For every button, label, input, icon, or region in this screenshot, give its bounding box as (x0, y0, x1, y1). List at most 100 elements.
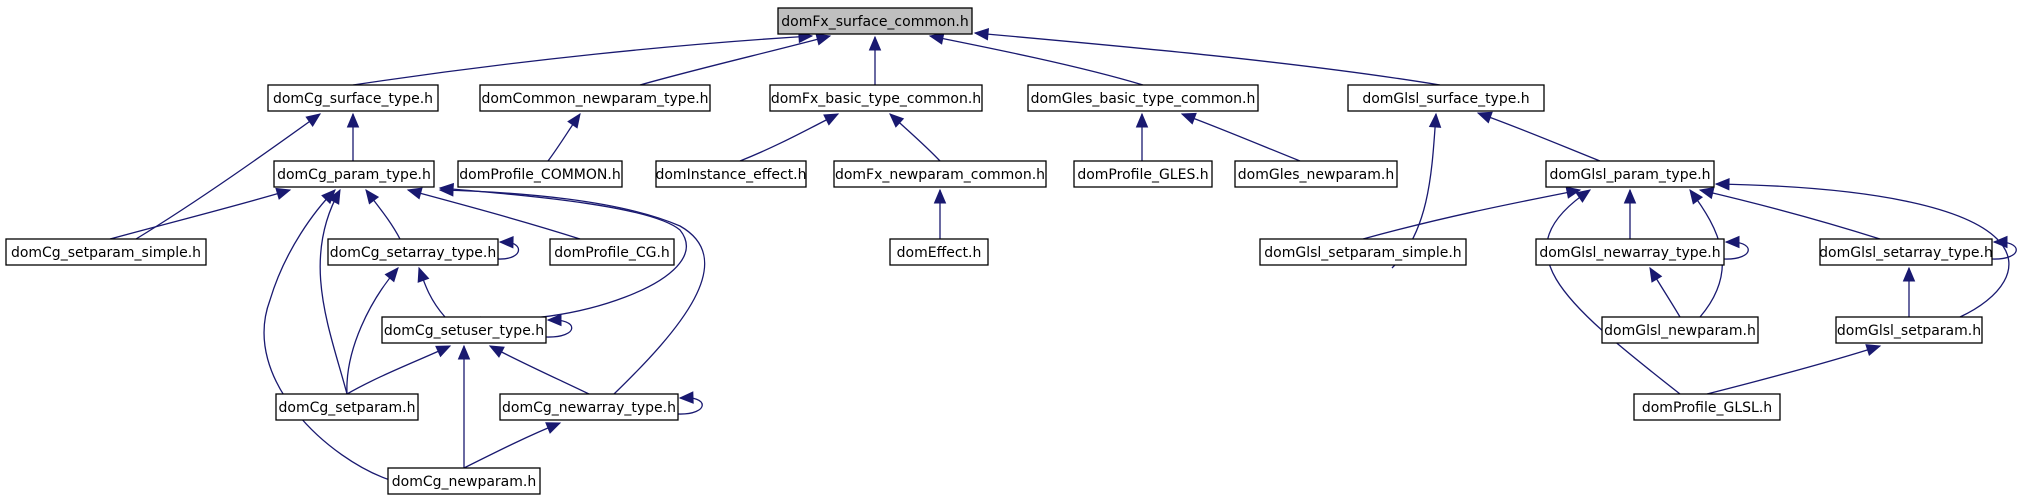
node-label: domCg_surface_type.h (273, 91, 433, 107)
arrowhead (457, 344, 471, 360)
edge-cg-newparam-to-cg-newarray-type (463, 422, 562, 469)
node-label: domCg_param_type.h (277, 167, 431, 183)
node-profile-gles[interactable]: domProfile_GLES.h (1073, 160, 1213, 188)
node-label: domCg_setparam_simple.h (11, 245, 201, 261)
node-box (777, 7, 973, 35)
node-cg-setuser-type[interactable]: domCg_setuser_type.h (381, 316, 547, 344)
node-label: domInstance_effect.h (655, 167, 806, 183)
edge-effect-to-fx-newparam-common (933, 188, 947, 239)
arrowhead (1135, 112, 1149, 128)
arrowhead (1180, 112, 1197, 125)
arrowhead (1865, 344, 1882, 357)
node-gles-basic-type-common[interactable]: domGles_basic_type_common.h (1027, 84, 1259, 112)
arrowhead (1689, 188, 1704, 205)
arrowhead (435, 345, 452, 358)
arrowhead (933, 188, 947, 204)
node-box (1633, 393, 1781, 421)
node-label: domGlsl_setarray_type.h (1819, 245, 1993, 261)
node-cg-newparam[interactable]: domCg_newparam.h (387, 467, 541, 495)
node-label: domProfile_GLES.h (1077, 167, 1208, 183)
arrowhead (973, 27, 990, 41)
node-glsl-surface-type[interactable]: domGlsl_surface_type.h (1347, 84, 1545, 112)
node-gles-newparam[interactable]: domGles_newparam.h (1234, 160, 1398, 188)
node-cg-setarray-type[interactable]: domCg_setarray_type.h (327, 238, 499, 266)
arrowhead (1476, 111, 1493, 124)
arrowhead (546, 313, 562, 327)
node-profile-cg[interactable]: domProfile_CG.h (549, 238, 675, 266)
node-box (1073, 160, 1213, 188)
node-instance-effect[interactable]: domInstance_effect.h (655, 160, 807, 188)
node-profile-glsl[interactable]: domProfile_GLSL.h (1633, 393, 1781, 421)
node-cg-setparam[interactable]: domCg_setparam.h (275, 393, 419, 421)
node-label: domGlsl_param_type.h (1549, 167, 1710, 183)
node-label: domGlsl_newparam.h (1604, 323, 1756, 339)
arrowhead (328, 188, 341, 205)
node-glsl-setparam[interactable]: domGlsl_setparam.h (1835, 316, 1983, 344)
arrowhead (417, 266, 430, 283)
node-label: domGlsl_setparam_simple.h (1264, 245, 1461, 261)
arrowhead (1714, 178, 1730, 191)
node-box (5, 238, 207, 266)
node-profile-common[interactable]: domProfile_COMMON.h (457, 160, 623, 188)
node-cg-newarray-type[interactable]: domCg_newarray_type.h (499, 393, 679, 421)
edge-cg-setarray-type-to-cg-param-type (365, 188, 401, 240)
node-label: domFx_newparam_common.h (835, 167, 1045, 183)
arrowhead (815, 33, 832, 46)
edge-cg-setuser-type-to-cg-setarray-type (417, 266, 446, 318)
node-box (1601, 316, 1759, 344)
node-box (327, 238, 499, 266)
edges-layer (109, 27, 2017, 481)
node-box (273, 160, 435, 188)
edge-glsl-newparam-to-glsl-newarray-type (1649, 266, 1681, 318)
edge-glsl-setarray-type-to-glsl-setarray-type (1991, 235, 2017, 260)
node-fx-basic-type-common[interactable]: domFx_basic_type_common.h (769, 84, 983, 112)
arrowhead (346, 112, 360, 128)
arrowhead (1623, 188, 1637, 204)
node-box (833, 160, 1047, 188)
node-cg-param-type[interactable]: domCg_param_type.h (273, 160, 435, 188)
node-cg-setparam-simple[interactable]: domCg_setparam_simple.h (5, 238, 207, 266)
arrowhead (1724, 235, 1740, 249)
node-box (1545, 160, 1715, 188)
node-glsl-setarray-type[interactable]: domGlsl_setarray_type.h (1819, 238, 1993, 266)
node-effect[interactable]: domEffect.h (889, 238, 989, 266)
node-box (275, 393, 419, 421)
node-box (655, 160, 807, 188)
node-box (381, 316, 547, 344)
edge-cg-newparam-to-cg-param-type (263, 189, 391, 481)
edge-common-newparam-type-to-fx-surface-common (639, 33, 832, 86)
node-fx-newparam-common[interactable]: domFx_newparam_common.h (833, 160, 1047, 188)
node-glsl-setparam-simple[interactable]: domGlsl_setparam_simple.h (1259, 238, 1467, 266)
arrowhead (1565, 186, 1582, 199)
node-label: domFx_surface_common.h (781, 14, 968, 30)
node-label: domCg_setparam.h (279, 400, 416, 416)
edge-cg-param-type-to-cg-surface-type (346, 112, 360, 161)
node-cg-surface-type[interactable]: domCg_surface_type.h (267, 84, 439, 112)
node-glsl-newarray-type[interactable]: domGlsl_newarray_type.h (1535, 238, 1725, 266)
arrowhead (1992, 235, 2008, 249)
arrowhead (321, 189, 336, 205)
node-common-newparam-type[interactable]: domCommon_newparam_type.h (479, 84, 711, 112)
node-label: domEffect.h (897, 245, 982, 261)
node-label: domCg_newarray_type.h (502, 400, 676, 416)
edge-cg-setarray-type-to-cg-setarray-type (497, 236, 519, 260)
node-box (267, 84, 439, 112)
edge-profile-glsl-to-glsl-param-type (1546, 189, 1681, 395)
arrowhead (1698, 186, 1715, 200)
node-fx-surface-common[interactable]: domFx_surface_common.h (777, 7, 973, 35)
edge-glsl-setarray-type-to-glsl-param-type (1698, 186, 1881, 240)
node-label: domCg_setuser_type.h (384, 323, 544, 339)
node-glsl-newparam[interactable]: domGlsl_newparam.h (1601, 316, 1759, 344)
node-box (1027, 84, 1259, 112)
edge-glsl-param-type-to-glsl-surface-type (1476, 111, 1601, 162)
node-label: domCg_newparam.h (392, 474, 536, 490)
edge-cg-setparam-to-cg-setarray-type (346, 267, 399, 395)
node-glsl-param-type[interactable]: domGlsl_param_type.h (1545, 160, 1715, 188)
edge-cg-newarray-type-to-cg-newarray-type (677, 391, 703, 415)
arrowhead (498, 236, 514, 249)
edge-fx-newparam-common-to-fx-basic-type-common (889, 113, 941, 162)
arrowhead (275, 187, 292, 200)
node-label: domCommon_newparam_type.h (481, 91, 708, 107)
node-box (499, 393, 679, 421)
edge-glsl-setparam-simple-to-glsl-param-type (1362, 186, 1582, 240)
